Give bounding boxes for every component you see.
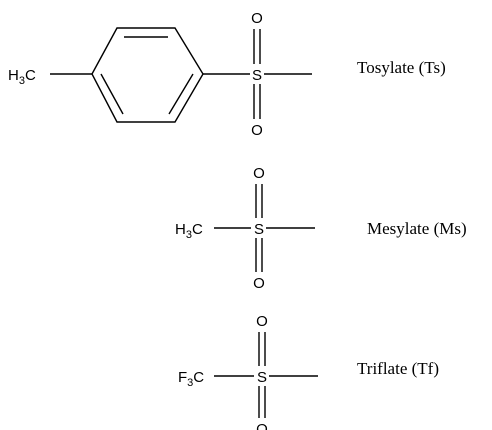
mesylate-top-oxygen: O [253, 165, 265, 182]
triflate-trifluoromethyl-label: F3C [178, 369, 204, 389]
mesylate-sulfur-atom: S [254, 221, 264, 238]
triflate-structure: F3C S O O Triflate (Tf) [178, 313, 439, 430]
triflate-sulfur-atom: S [257, 369, 267, 386]
mesylate-methyl-label: H3C [175, 221, 203, 241]
triflate-bottom-oxygen: O [256, 421, 268, 430]
tosylate-structure: H3C S O O Tosylate (Ts) [8, 10, 446, 139]
tosylate-methyl-label: H3C [8, 67, 36, 87]
triflate-name-label: Triflate (Tf) [357, 359, 439, 378]
tosylate-ring-double-bond-2 [168, 73, 194, 115]
tosylate-bottom-oxygen: O [251, 122, 263, 139]
tosylate-ring-double-bond-3 [100, 73, 124, 115]
tosylate-benzene-ring [91, 27, 204, 123]
tosylate-top-oxygen: O [251, 10, 263, 27]
mesylate-structure: H3C S O O Mesylate (Ms) [175, 165, 467, 292]
mesylate-name-label: Mesylate (Ms) [367, 219, 467, 238]
mesylate-bottom-oxygen: O [253, 275, 265, 292]
tosylate-sulfur-atom: S [252, 67, 262, 84]
tosylate-name-label: Tosylate (Ts) [357, 58, 446, 77]
triflate-top-oxygen: O [256, 313, 268, 330]
